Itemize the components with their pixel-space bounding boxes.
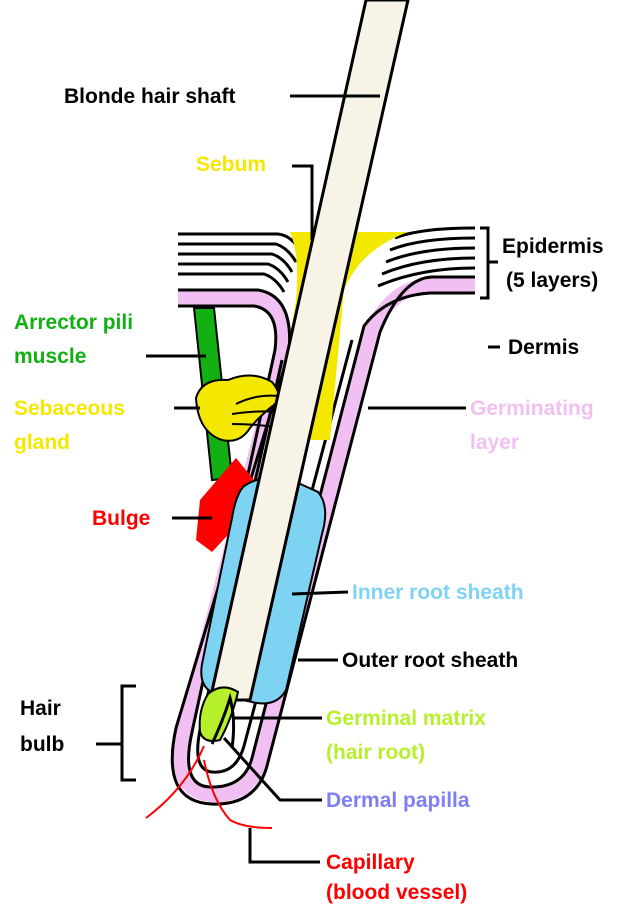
label-bulge: Bulge <box>92 506 150 532</box>
leader-capillary <box>250 828 320 862</box>
label-sebum: Sebum <box>196 152 266 178</box>
label-gland: gland <box>14 430 70 456</box>
label-dermal-papilla: Dermal papilla <box>326 788 470 814</box>
label-hair: Hair <box>20 696 61 722</box>
label-arrector-pili: Arrector pili <box>14 310 133 336</box>
epidermis-layers-left <box>178 234 300 292</box>
label-sebaceous: Sebaceous <box>14 396 125 422</box>
leader-inner-root <box>292 592 348 594</box>
label-epidermis: Epidermis <box>502 234 604 260</box>
label-hair-shaft: Blonde hair shaft <box>64 84 236 110</box>
label-muscle: muscle <box>14 344 86 370</box>
leader-sebum <box>292 166 312 240</box>
label-germinating: Germinating <box>470 396 594 422</box>
label-germinal-matrix: Germinal matrix <box>326 706 486 732</box>
label-inner-root-sheath: Inner root sheath <box>352 580 524 606</box>
label-capillary: Capillary <box>326 850 415 876</box>
label-outer-root-sheath: Outer root sheath <box>342 648 518 674</box>
label-dermis: Dermis <box>508 335 579 361</box>
label-hair-root: (hair root) <box>326 740 425 766</box>
label-layer: layer <box>470 430 519 456</box>
epidermis-bracket <box>480 228 498 298</box>
label-blood-vessel: (blood vessel) <box>326 880 467 906</box>
label-epidermis-layers: (5 layers) <box>506 268 598 294</box>
hair-bulb-bracket <box>96 686 136 780</box>
label-bulb: bulb <box>20 732 64 758</box>
